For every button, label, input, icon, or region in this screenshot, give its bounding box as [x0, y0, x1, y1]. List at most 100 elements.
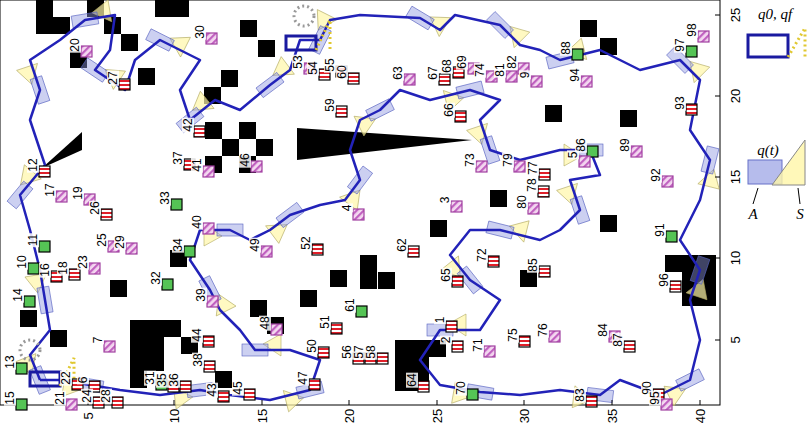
- target-number: 32: [150, 270, 162, 285]
- target-number: 19: [72, 185, 84, 200]
- target-marker: [572, 49, 583, 60]
- axis-tick-label: 25: [729, 8, 742, 22]
- obstacles: [20, 0, 716, 391]
- target-marker: [104, 341, 115, 352]
- target-number: 3: [439, 196, 451, 205]
- target-number: 98: [686, 22, 698, 37]
- robot-footprint: [544, 38, 587, 69]
- target-marker: [251, 161, 262, 172]
- target-number: 85: [527, 257, 539, 272]
- target-number: 66: [443, 102, 455, 117]
- target-number: 17: [44, 182, 56, 197]
- target-number: 24: [81, 388, 93, 403]
- robot-footprint: [698, 146, 729, 189]
- target-number: 5: [567, 151, 579, 160]
- axis-tick-label: 40: [694, 409, 707, 423]
- target-marker: [624, 341, 635, 352]
- target-marker: [539, 169, 550, 180]
- target-marker: [579, 156, 590, 167]
- target-marker: [662, 176, 673, 187]
- target-marker: [348, 73, 359, 84]
- target-marker: [126, 243, 137, 254]
- target-marker: [218, 391, 229, 402]
- target-number: 82: [506, 54, 518, 69]
- target-number: 93: [674, 95, 686, 110]
- target-marker: [452, 341, 463, 352]
- legend-graphics: [748, 28, 805, 204]
- legend-symbol: S: [796, 207, 804, 222]
- robot-footprint: [300, 10, 337, 55]
- target-marker: [488, 256, 499, 267]
- robot-footprint: [250, 57, 294, 98]
- target-marker: [698, 31, 709, 42]
- target-marker: [112, 397, 123, 408]
- target-marker: [81, 46, 92, 57]
- target-marker: [194, 126, 205, 137]
- axis-tick-label: 15: [729, 170, 742, 184]
- target-number: 4: [341, 204, 353, 213]
- target-marker: [539, 266, 550, 277]
- target-number: 10: [16, 254, 28, 269]
- target-marker: [356, 306, 367, 317]
- target-number: 92: [650, 167, 662, 182]
- target-marker: [204, 361, 215, 372]
- target-number: 54: [307, 60, 319, 75]
- target-number: 18: [57, 260, 69, 275]
- target-number: 56: [341, 344, 353, 359]
- target-number: 13: [4, 354, 16, 369]
- target-number: 34: [172, 237, 184, 252]
- target-number: 73: [464, 152, 476, 167]
- target-marker: [119, 79, 130, 90]
- target-number: 49: [249, 237, 261, 252]
- axis-tick-label: 30: [518, 409, 531, 423]
- axis-tick-label: 10: [729, 251, 742, 265]
- target-number: 35: [156, 372, 168, 387]
- target-number: 21: [54, 390, 66, 405]
- robot-footprint: [486, 211, 529, 242]
- robot-footprints: [0, 0, 729, 412]
- target-number: 87: [612, 332, 624, 347]
- target-marker: [39, 241, 50, 252]
- target-marker: [467, 389, 478, 400]
- target-marker: [455, 111, 466, 122]
- target-number: 88: [560, 40, 572, 55]
- target-number: 69: [456, 54, 468, 69]
- target-number: 28: [100, 388, 112, 403]
- axis-tick-label: 25: [431, 409, 444, 423]
- target-number: 44: [191, 327, 203, 342]
- target-number: 96: [658, 272, 670, 287]
- target-marker: [89, 263, 100, 274]
- target-number: 41: [191, 157, 203, 172]
- target-marker: [171, 199, 182, 210]
- legend-label: q(t): [757, 143, 779, 158]
- target-number: 37: [172, 150, 184, 165]
- target-marker: [666, 231, 677, 242]
- target-marker: [39, 166, 50, 177]
- target-number: 30: [194, 24, 206, 39]
- robot-footprint: [242, 334, 281, 356]
- target-marker: [318, 347, 329, 358]
- target-number: 79: [502, 152, 514, 167]
- plot-frame: [0, 0, 720, 405]
- target-marker: [377, 353, 388, 364]
- target-marker: [336, 106, 347, 117]
- target-marker: [16, 363, 27, 374]
- axis-tick-label: 10: [168, 409, 181, 423]
- target-number: 52: [300, 235, 312, 250]
- target-marker: [476, 161, 487, 172]
- target-number: 9: [519, 71, 531, 80]
- target-marker: [670, 281, 681, 292]
- target-marker: [451, 201, 462, 212]
- target-marker: [581, 76, 592, 87]
- target-number: 23: [77, 254, 89, 269]
- target-number: 95: [649, 390, 661, 405]
- target-number: 64: [406, 372, 418, 387]
- target-number: 74: [474, 62, 486, 77]
- target-marker: [514, 161, 525, 172]
- target-number: 81: [494, 62, 506, 77]
- target-marker: [203, 166, 214, 177]
- target-number: 57: [353, 344, 365, 359]
- target-marker: [538, 186, 549, 197]
- target-number: 77: [527, 160, 539, 175]
- target-marker: [446, 321, 457, 332]
